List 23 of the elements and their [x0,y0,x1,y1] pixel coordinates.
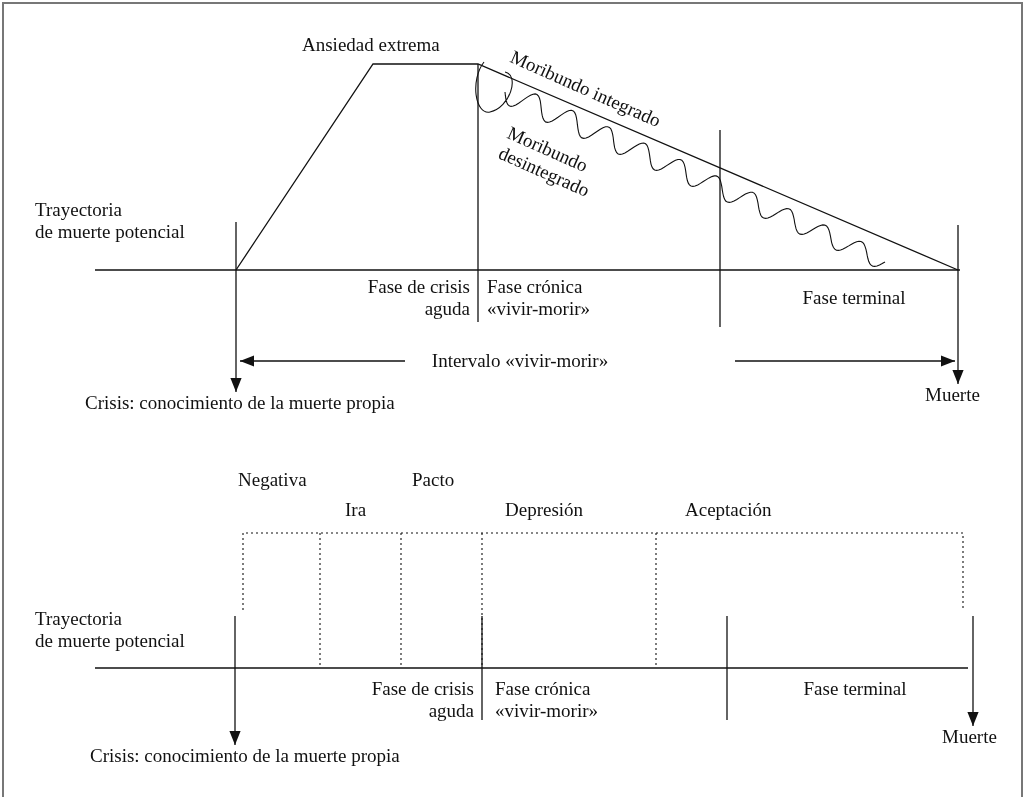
phase-label: Fase de crisis aguda [371,678,474,722]
phase-label: Fase de crisis aguda [367,276,470,320]
phase-label: Fase crónica «vivir-morir» [487,276,591,320]
stage-label: Ira [345,499,367,521]
caption-text: Muerte [942,726,997,748]
axis-label: Trayectoria de muerte potencial [35,608,185,652]
arrow [952,224,964,385]
stage-label: Aceptación [685,499,772,521]
caption-text: Crisis: conocimiento de la muerte propia [85,392,395,414]
peak-label: Ansiedad extrema [302,34,440,56]
phase-label: Fase crónica «vivir-morir» [495,678,599,722]
phase-label: Fase terminal [802,287,906,309]
axis-label: Trayectoria de muerte potencial [35,199,185,243]
stage-label: Depresión [505,499,584,521]
phase-label: Fase terminal [803,678,907,700]
arrow [967,615,979,727]
arrow [229,615,241,746]
arrow [230,221,242,393]
caption-text: Muerte [925,384,980,406]
stage-label: Pacto [412,469,455,491]
caption-text: Crisis: conocimiento de la muerte propia [90,745,400,767]
stage-label: Negativa [238,469,307,491]
interval-label: Intervalo «vivir-morir» [431,350,609,372]
